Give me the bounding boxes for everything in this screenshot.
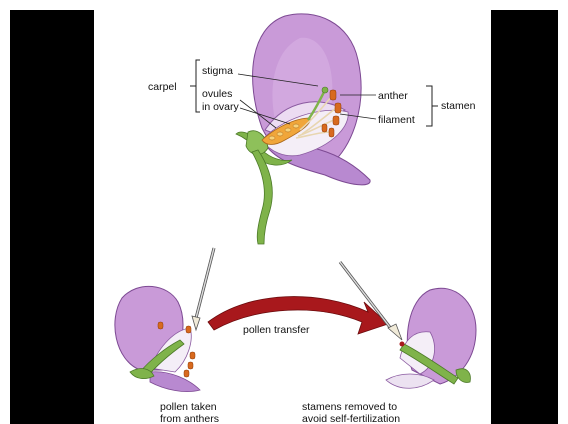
left-flower	[115, 248, 214, 392]
pollen-transfer-label: pollen transfer	[243, 324, 310, 336]
paintbrush-handle	[196, 248, 214, 318]
main-flower	[190, 14, 438, 244]
pollen-taken-line1: pollen taken	[160, 401, 217, 413]
ovules-label-line1: ovules	[202, 88, 232, 100]
stamen-label: stamen	[441, 100, 476, 112]
carpel-label: carpel	[148, 81, 177, 93]
carpel-bracket	[190, 60, 200, 112]
ovules-label-line2: in ovary	[202, 101, 240, 113]
filament-label: filament	[378, 114, 415, 126]
pollen-taken-line2: from anthers	[160, 413, 219, 424]
anther-label: anther	[378, 90, 408, 102]
stamens-removed-line2: avoid self-fertilization	[302, 413, 400, 424]
stigma-label: stigma	[202, 65, 233, 77]
stigma	[322, 87, 328, 93]
right-flower	[340, 262, 476, 388]
keel-petal	[150, 372, 200, 392]
sepal	[456, 369, 470, 383]
stamen-bracket	[426, 86, 438, 126]
paintbrush-tip	[192, 316, 200, 330]
stigma	[400, 342, 405, 347]
stamens-removed-line1: stamens removed to	[302, 401, 397, 413]
